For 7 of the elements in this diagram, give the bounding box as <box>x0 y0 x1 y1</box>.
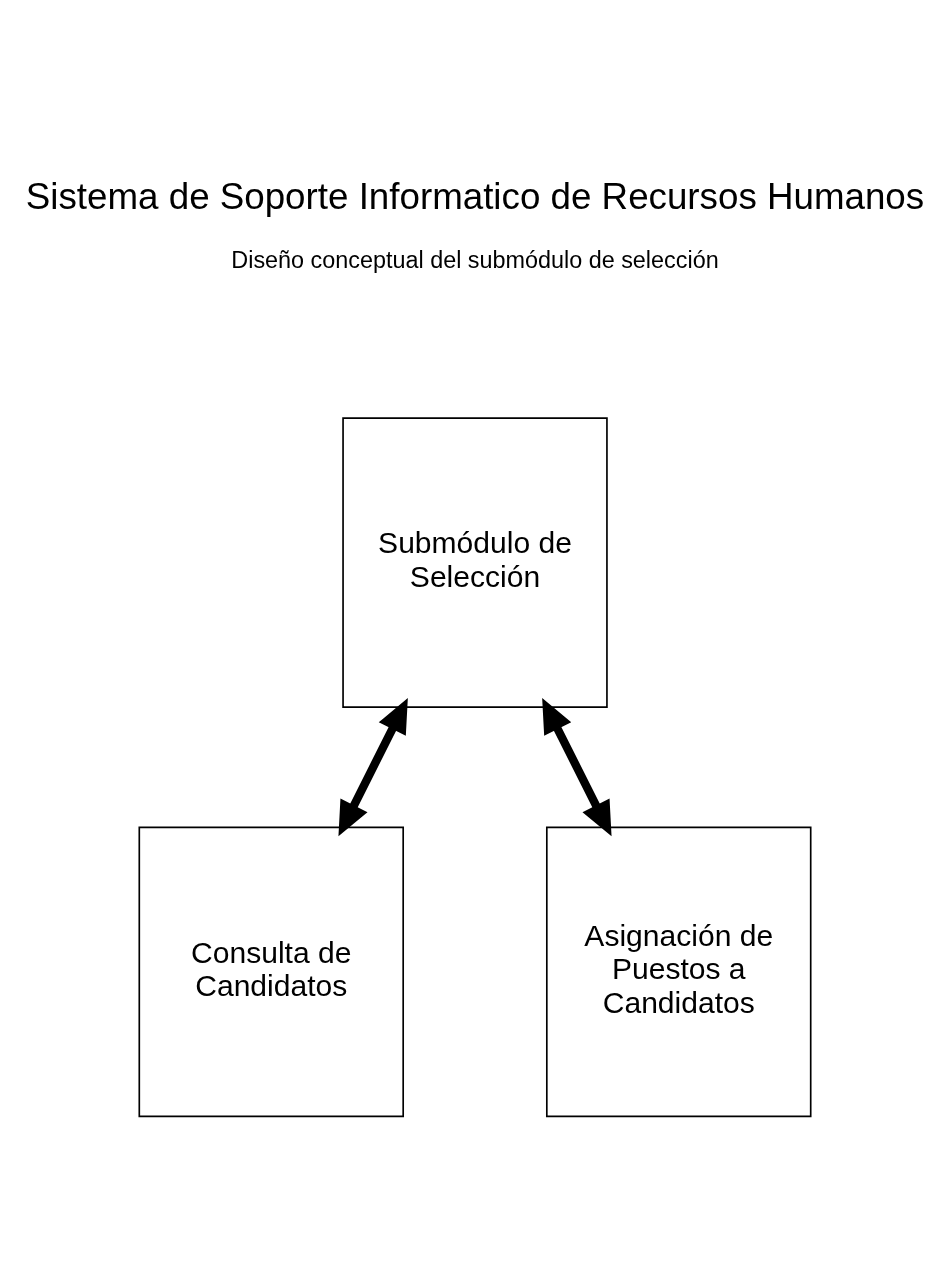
node-box: Asignación de Puestos a Candidatos <box>546 826 812 1117</box>
arrow <box>542 697 612 836</box>
node-box: Consulta de Candidatos <box>138 826 404 1117</box>
arrow <box>338 697 408 836</box>
label: Diseño conceptual del submódulo de selección <box>231 246 719 273</box>
node-box: Submódulo de Selección <box>342 416 608 708</box>
diagram-title: Sistema de Soporte Informatico de Recursos Humanos <box>25 175 925 217</box>
